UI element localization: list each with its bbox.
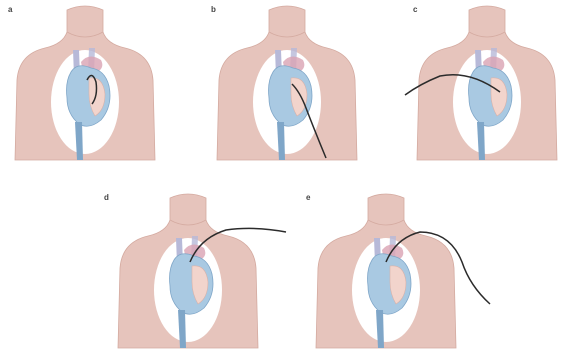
panel-b: b: [211, 5, 357, 160]
panel-e: e: [306, 193, 490, 348]
panel-label-b: b: [211, 5, 216, 14]
torso-b: [217, 6, 357, 160]
panel-label-a: a: [8, 5, 13, 14]
panel-d: d: [104, 193, 286, 348]
panel-c: c: [405, 5, 557, 160]
torso-a: [15, 6, 155, 160]
torso-d: [118, 194, 258, 348]
panel-a: a: [8, 5, 155, 160]
torso-e: [316, 194, 456, 348]
panel-label-c: c: [413, 5, 418, 14]
panel-label-d: d: [104, 193, 109, 202]
panel-label-e: e: [306, 193, 311, 202]
